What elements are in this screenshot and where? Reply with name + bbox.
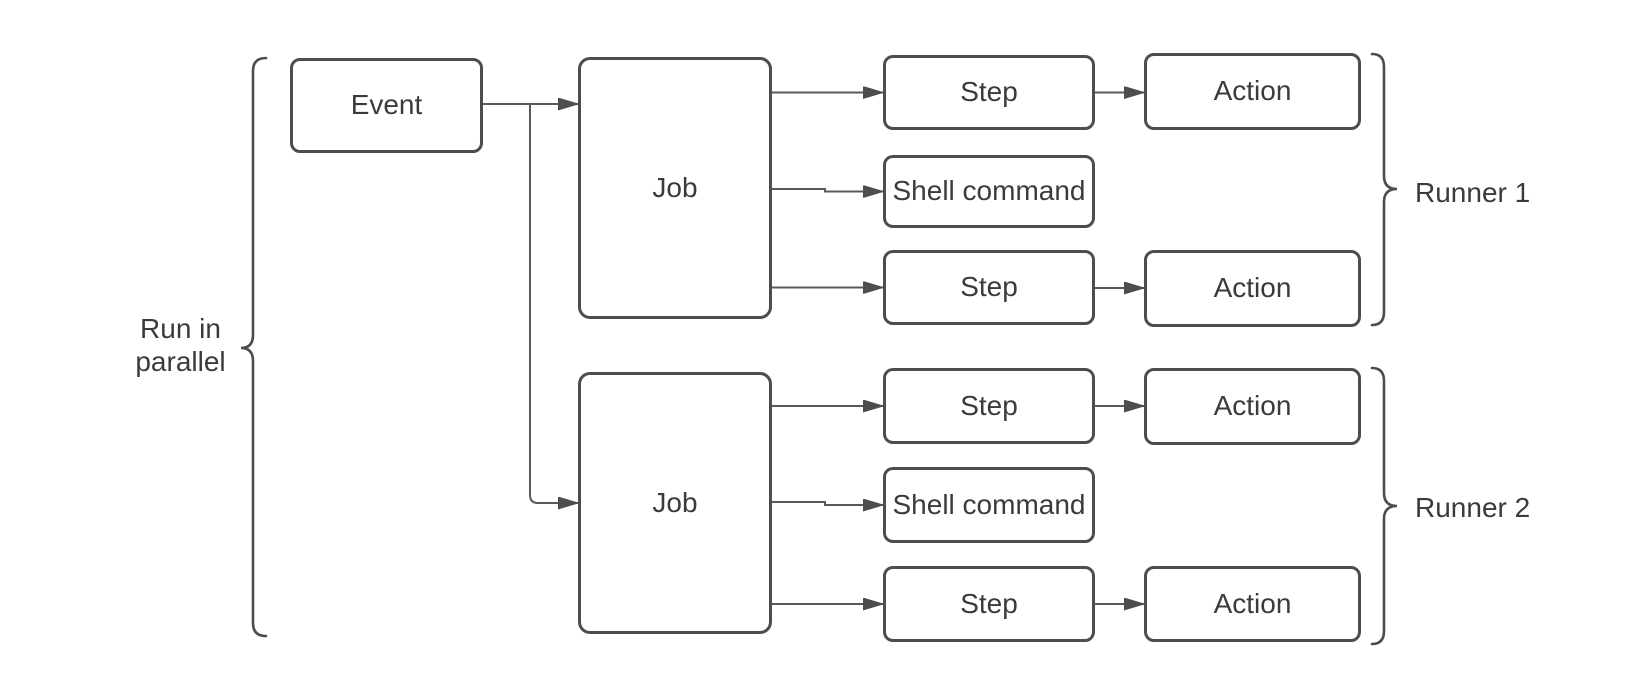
- node-step-1b-label: Step: [960, 271, 1018, 303]
- node-action-1a: Action: [1144, 53, 1361, 130]
- node-shell-command-2-label: Shell command: [892, 488, 1086, 520]
- run-in-parallel-label: Run in parallel: [135, 313, 226, 377]
- arrow-job2-to-shell2: [772, 502, 883, 505]
- node-action-1b-label: Action: [1213, 272, 1292, 304]
- node-action-2b: Action: [1144, 566, 1361, 642]
- node-step-1b: Step: [883, 250, 1095, 325]
- arrow-event-to-job2: [529, 104, 578, 503]
- node-step-2b: Step: [883, 566, 1095, 642]
- left-brace: [240, 56, 268, 638]
- runner-1-brace: [1370, 52, 1398, 327]
- node-job-1-label: Job: [652, 171, 698, 203]
- node-event: Event: [290, 58, 483, 153]
- node-event-label: Event: [350, 89, 423, 121]
- node-action-2b-label: Action: [1213, 587, 1292, 619]
- node-shell-command-1: Shell command: [883, 155, 1095, 228]
- runner-2-brace: [1370, 366, 1398, 646]
- node-action-2a: Action: [1144, 368, 1361, 445]
- node-step-2a-label: Step: [960, 389, 1018, 421]
- node-step-1a-label: Step: [960, 76, 1018, 108]
- node-shell-command-2: Shell command: [883, 467, 1095, 543]
- node-step-1a: Step: [883, 55, 1095, 130]
- runner-1-label: Runner 1: [1415, 177, 1531, 208]
- runner-2-label: Runner 2: [1415, 492, 1531, 523]
- node-job-1: Job: [578, 57, 772, 319]
- node-action-1b: Action: [1144, 250, 1361, 327]
- arrow-job1-to-shell1: [772, 189, 883, 192]
- node-step-2a: Step: [883, 368, 1095, 444]
- node-shell-command-1-label: Shell command: [892, 175, 1086, 207]
- node-action-2a-label: Action: [1213, 390, 1292, 422]
- node-action-1a-label: Action: [1213, 75, 1292, 107]
- node-job-2: Job: [578, 372, 772, 634]
- node-step-2b-label: Step: [960, 587, 1018, 619]
- node-job-2-label: Job: [652, 486, 698, 518]
